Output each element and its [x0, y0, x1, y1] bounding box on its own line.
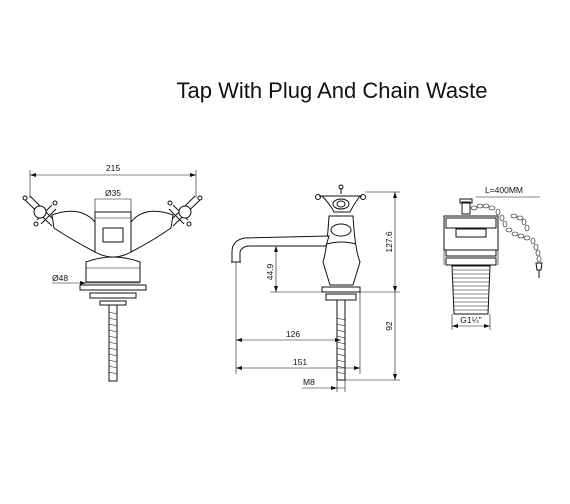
chain-length-label: L=400MM: [485, 185, 523, 195]
right-cross-handle: [167, 195, 203, 227]
body-diameter-dimension: Ø35: [105, 188, 121, 198]
spout-height-dimension: 44.9: [265, 263, 275, 280]
overall-reach-dimension: 151: [293, 357, 307, 367]
shank-length-dimension: 92: [384, 321, 394, 331]
waste-view: L=400MM: [443, 185, 543, 330]
side-view: 127.6 92 44.9 126 151 M8: [231, 184, 400, 392]
width-dimension: 215: [106, 163, 120, 173]
chain: [470, 203, 542, 263]
left-cross-handle: [22, 195, 58, 227]
base-diameter-dimension: Ø48: [52, 273, 68, 283]
page-title: Tap With Plug And Chain Waste: [176, 78, 488, 103]
waste-thread-dimension: G1¼": [460, 315, 481, 325]
front-view: 215 Ø35: [22, 163, 203, 382]
height-dimension: 127.6: [384, 231, 394, 253]
spout-reach-dimension: 126: [286, 329, 300, 339]
thread-dimension: M8: [303, 377, 315, 387]
